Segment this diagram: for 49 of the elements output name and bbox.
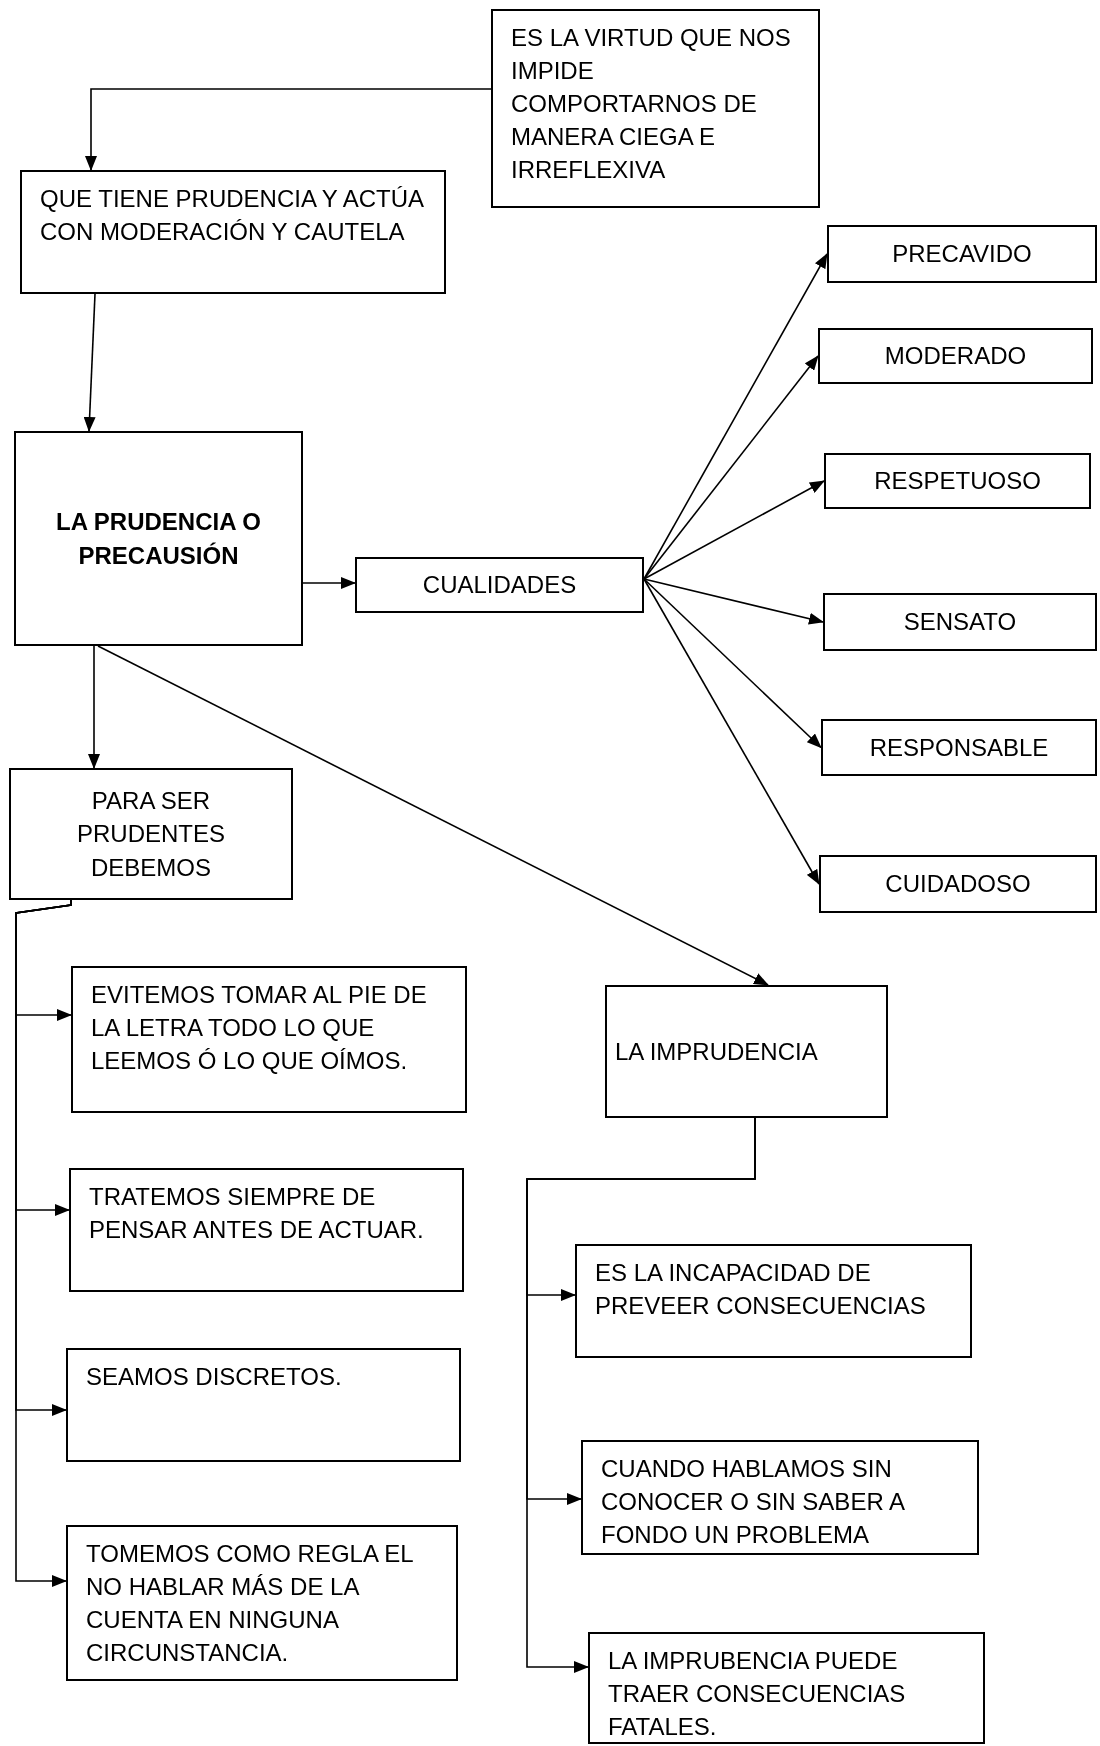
- box-text: ES LA INCAPACIDAD DE PREVEER CONSECUENCIAS: [595, 1258, 927, 1322]
- box-text: SENSATO: [903, 607, 1017, 638]
- box-text: RESPETUOSO: [874, 466, 1041, 497]
- box-text: PRECAVIDO: [892, 239, 1032, 270]
- box-text: CUIDADOSO: [885, 869, 1031, 900]
- box-text: RESPONSABLE: [869, 732, 1049, 763]
- box-text: CUALIDADES: [422, 570, 577, 601]
- box-text: LA IMPRUDENCIA: [615, 1036, 818, 1067]
- box-text: LA IMPRUBENCIA PUEDE TRAER CONSECUENCIAS FATALES.: [608, 1646, 907, 1743]
- box-text: CUANDO HABLAMOS SIN CONOCER O SIN SABER A FONDO UN PROBLEMA: [601, 1454, 906, 1551]
- concept-box: [818, 328, 1093, 384]
- arrow: [643, 253, 828, 580]
- arrow: [302, 577, 356, 589]
- concept-box: [491, 9, 820, 208]
- concept-box: [66, 1525, 458, 1681]
- concept-box: [69, 1168, 464, 1292]
- concept-box: [20, 170, 446, 294]
- box-text: QUE TIENE PRUDENCIA Y ACTÚA CON MODERACIÓN Y CAUTELA: [40, 184, 425, 248]
- box-text: TRATEMOS SIEMPRE DE PENSAR ANTES DE ACTUAR.: [89, 1182, 425, 1246]
- concept-box: [66, 1348, 461, 1462]
- arrow: [643, 578, 824, 625]
- arrow: [643, 578, 822, 749]
- concept-box: [605, 985, 888, 1118]
- concept-box: [819, 855, 1097, 913]
- concept-box: [824, 453, 1091, 509]
- concept-box: [14, 431, 303, 646]
- arrow: [643, 480, 825, 580]
- concept-box: [9, 768, 293, 900]
- box-text: MODERADO: [884, 341, 1027, 372]
- concept-box: [581, 1440, 979, 1555]
- concept-box: [575, 1244, 972, 1358]
- concept-box: [588, 1632, 985, 1744]
- arrow: [85, 88, 492, 171]
- concept-box: [71, 966, 467, 1113]
- box-text: PARA SER PRUDENTES DEBEMOS: [76, 786, 226, 883]
- arrow: [526, 1117, 756, 1673]
- concept-box: [823, 593, 1097, 651]
- concept-box: [827, 225, 1097, 283]
- concept-box: [355, 557, 644, 613]
- box-text: EVITEMOS TOMAR AL PIE DE LA LETRA TODO LO QUE LEEMOS Ó LO QUE OÍMOS.: [91, 980, 428, 1077]
- box-text: SEAMOS DISCRETOS.: [86, 1362, 342, 1392]
- box-text: TOMEMOS COMO REGLA EL NO HABLAR MÁS DE LA CUENTA EN NINGUNA CIRCUNSTANCIA.: [86, 1539, 414, 1669]
- arrow: [88, 645, 100, 769]
- arrow: [643, 355, 819, 580]
- arrow: [83, 293, 96, 432]
- concept-box: [821, 719, 1097, 776]
- box-text: LA PRUDENCIA O PRECAUSIÓN: [55, 507, 262, 571]
- box-text: ES LA VIRTUD QUE NOS IMPIDE COMPORTARNOS DE MANERA CIEGA E IRREFLEXIVA: [511, 23, 792, 186]
- arrow: [97, 645, 769, 986]
